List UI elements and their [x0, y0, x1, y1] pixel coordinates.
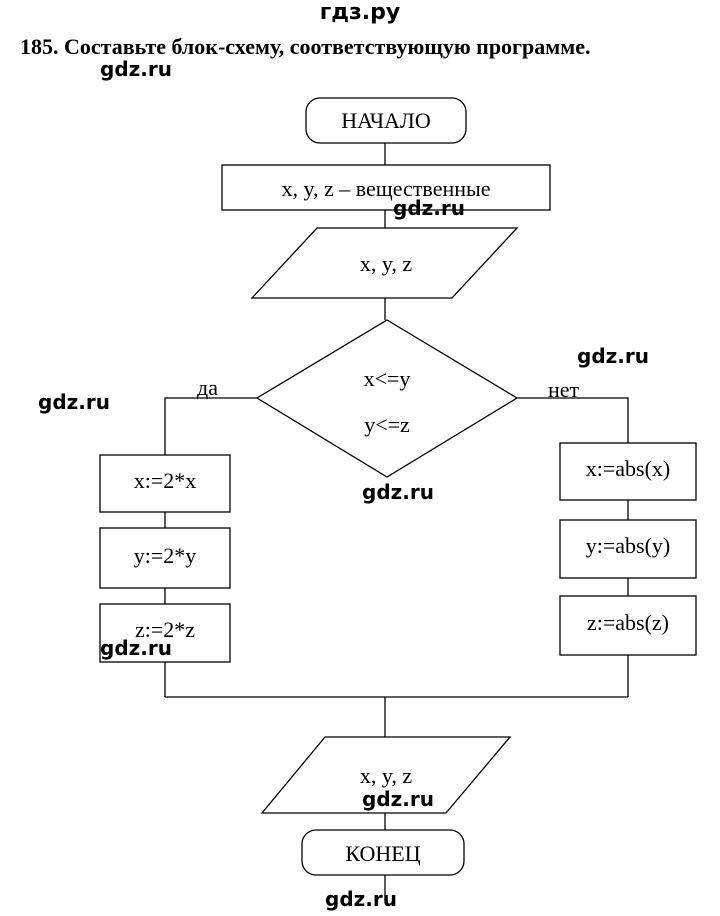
input-label: x, y, z	[360, 251, 413, 276]
no-label: нет	[548, 377, 580, 402]
connectors	[164, 143, 629, 895]
yes-block-1-label: x:=2*x	[134, 468, 197, 493]
watermark: gdz.ru	[100, 57, 172, 81]
yes-block-3-label: z:=2*z	[135, 617, 195, 642]
output-label: x, y, z	[360, 763, 413, 788]
output-block	[260, 736, 512, 814]
declare-label: x, y, z – вещественные	[281, 176, 490, 201]
yes-block-2	[99, 527, 231, 589]
condition-line-1: x<=y	[364, 366, 411, 391]
start-terminator	[305, 97, 467, 144]
start-label: НАЧАЛО	[341, 108, 430, 133]
end-label: КОНЕЦ	[345, 841, 420, 866]
no-block-1-label: x:=abs(x)	[586, 456, 671, 481]
watermark: gdz.ru	[577, 344, 649, 368]
no-block-2	[559, 519, 697, 579]
watermark: gdz.ru	[362, 480, 434, 504]
condition-line-2: y<=z	[364, 412, 410, 437]
declare-block	[221, 164, 551, 211]
watermark: gdz.ru	[100, 636, 172, 660]
yes-block-3	[99, 603, 231, 663]
task-title: 185. Составьте блок-схему, соответствующ…	[20, 34, 591, 59]
connector-no-branch	[517, 397, 629, 443]
no-block-3	[559, 595, 697, 656]
condition-diamond	[255, 319, 519, 478]
yes-label: да	[197, 375, 218, 400]
end-terminator	[301, 829, 465, 876]
connector-yes-branch	[164, 397, 257, 455]
yes-block-2-label: y:=2*y	[134, 543, 197, 568]
no-block-3-label: z:=abs(z)	[587, 610, 669, 635]
no-block-1	[559, 442, 697, 501]
input-block	[250, 227, 519, 299]
no-block-2-label: y:=abs(y)	[586, 533, 671, 558]
watermark: gdz.ru	[362, 787, 434, 811]
watermark: gdz.ru	[325, 887, 397, 911]
watermark: gdz.ru	[38, 390, 110, 414]
site-title: гдз.ру	[319, 0, 401, 25]
yes-block-1	[99, 454, 231, 513]
watermark: gdz.ru	[393, 196, 465, 220]
